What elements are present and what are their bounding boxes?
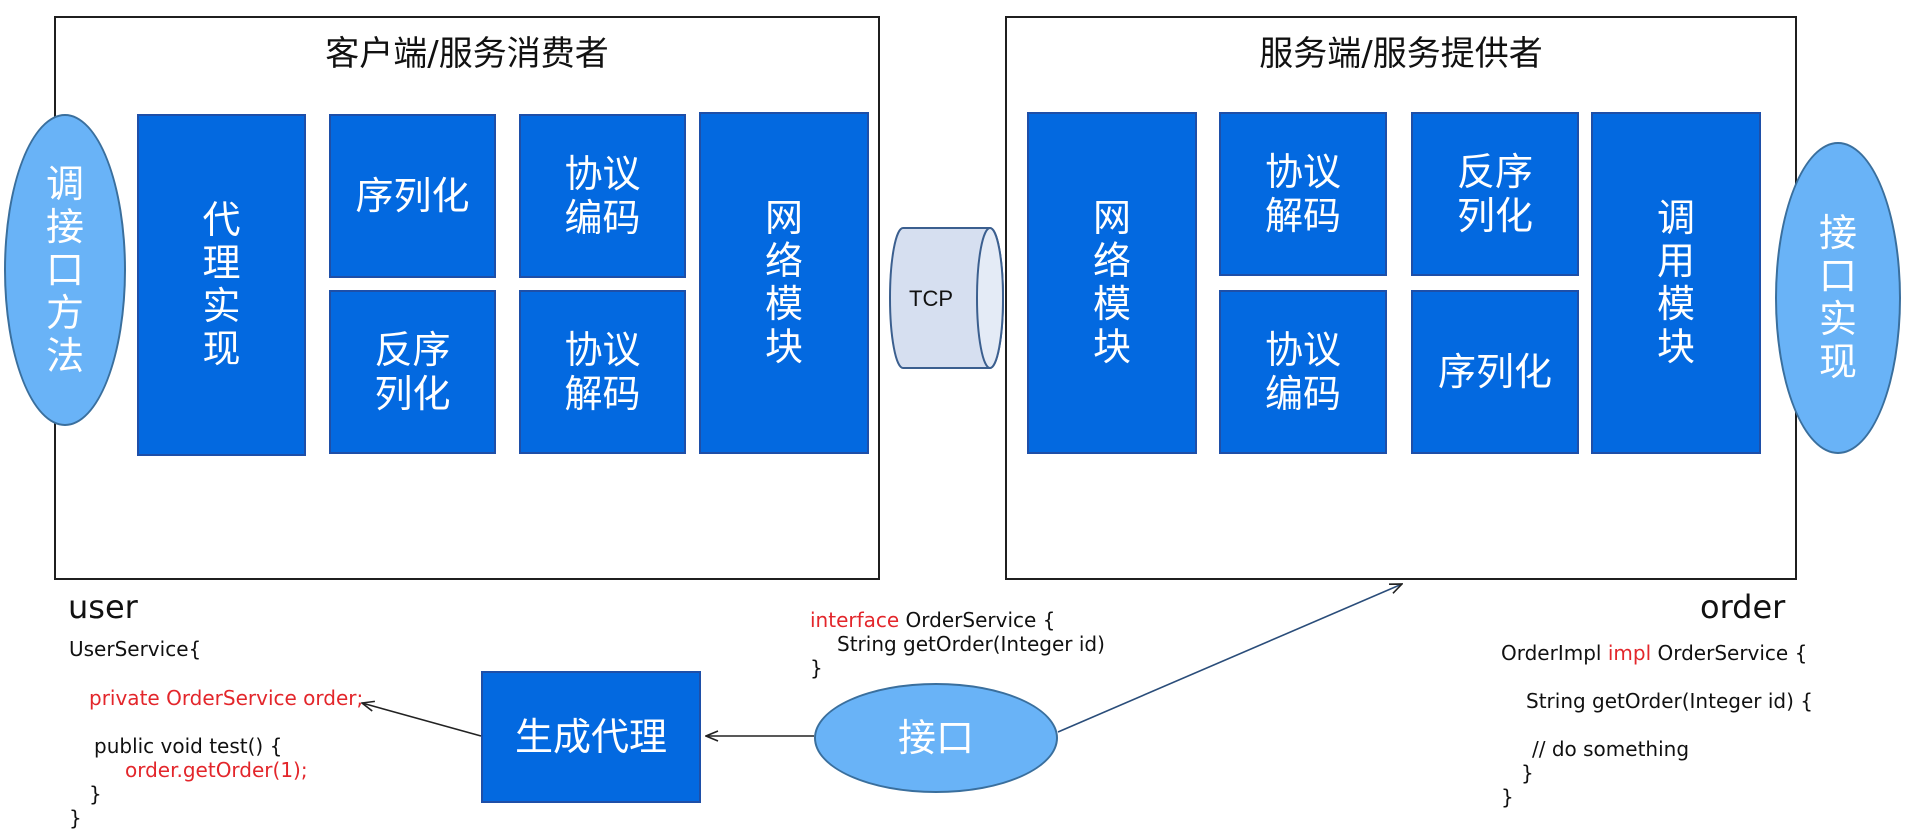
server-decode-label: 协议 解码 — [1264, 150, 1341, 238]
server-deserialize-label: 反序 列化 — [1456, 150, 1533, 238]
server-network-label: 网 络 模 块 — [1092, 196, 1131, 369]
generate-proxy-block: 生成代理 — [481, 671, 701, 803]
order-code-line-5: } — [1501, 785, 1514, 809]
user-code-line-3: public void test() { — [94, 734, 283, 758]
client-proxy-label: 代 理 实 现 — [202, 198, 241, 371]
user-code-line-2: private OrderService order; — [89, 686, 364, 710]
order-code-line-1b: OrderService { — [1651, 641, 1808, 665]
client-deserialize-block: 反序 列化 — [329, 290, 496, 454]
user-code-line-4: order.getOrder(1); — [125, 758, 308, 782]
interface-label: 接口 — [897, 716, 974, 760]
order-code-line-4: } — [1521, 761, 1534, 785]
client-deserialize-label: 反序 列化 — [374, 328, 451, 416]
client-title: 客户端/服务消费者 — [325, 34, 609, 74]
server-network-block: 网 络 模 块 — [1027, 112, 1197, 454]
server-encode-label: 协议 编码 — [1264, 328, 1341, 416]
server-invoke-label: 调 用 模 块 — [1656, 196, 1695, 369]
user-code-line-1: UserService{ — [69, 637, 202, 661]
client-serialize-label: 序列化 — [355, 174, 470, 218]
client-network-block: 网 络 模 块 — [699, 112, 869, 454]
impl-keyword: impl — [1607, 641, 1652, 665]
server-invoke-block: 调 用 模 块 — [1591, 112, 1761, 454]
call-method-ellipse: 调 接 口 方 法 — [4, 114, 126, 426]
server-serialize-label: 序列化 — [1437, 350, 1552, 394]
generate-proxy-label: 生成代理 — [514, 715, 667, 759]
user-code-line-5: } — [89, 782, 102, 806]
impl-label: 接 口 实 现 — [1818, 211, 1857, 384]
interface-code-line-3: } — [810, 656, 823, 680]
interface-code-line-1-rest: OrderService { — [899, 608, 1056, 632]
order-code-line-3: // do something — [1532, 737, 1690, 761]
client-network-label: 网 络 模 块 — [764, 196, 803, 369]
interface-code-line-1: interface OrderService { — [810, 608, 1055, 632]
client-encode-block: 协议 编码 — [519, 114, 686, 278]
user-label: user — [68, 588, 138, 626]
interface-keyword: interface — [810, 608, 900, 632]
server-decode-block: 协议 解码 — [1219, 112, 1387, 276]
line-interface-to-server — [1057, 584, 1402, 733]
order-code-line-1a: OrderImpl — [1501, 641, 1608, 665]
client-encode-label: 协议 编码 — [564, 152, 641, 240]
arrow-proxy-to-user — [362, 703, 482, 737]
client-decode-label: 协议 解码 — [564, 328, 641, 416]
server-encode-block: 协议 编码 — [1219, 290, 1387, 454]
order-code-line-1: OrderImpl impl OrderService { — [1501, 641, 1807, 665]
user-code-line-6: } — [69, 806, 82, 830]
interface-ellipse: 接口 — [814, 683, 1058, 793]
server-deserialize-block: 反序 列化 — [1411, 112, 1579, 276]
impl-ellipse: 接 口 实 现 — [1775, 142, 1901, 454]
client-serialize-block: 序列化 — [329, 114, 496, 278]
server-serialize-block: 序列化 — [1411, 290, 1579, 454]
order-label: order — [1700, 588, 1786, 626]
order-code-line-2: String getOrder(Integer id) { — [1526, 689, 1813, 713]
server-title: 服务端/服务提供者 — [1259, 34, 1543, 74]
call-method-label: 调 接 口 方 法 — [45, 161, 84, 378]
client-proxy-block: 代 理 实 现 — [137, 114, 306, 456]
client-decode-block: 协议 解码 — [519, 290, 686, 454]
interface-code-line-2: String getOrder(Integer id) — [837, 632, 1105, 656]
tcp-label: TCP — [909, 286, 953, 311]
